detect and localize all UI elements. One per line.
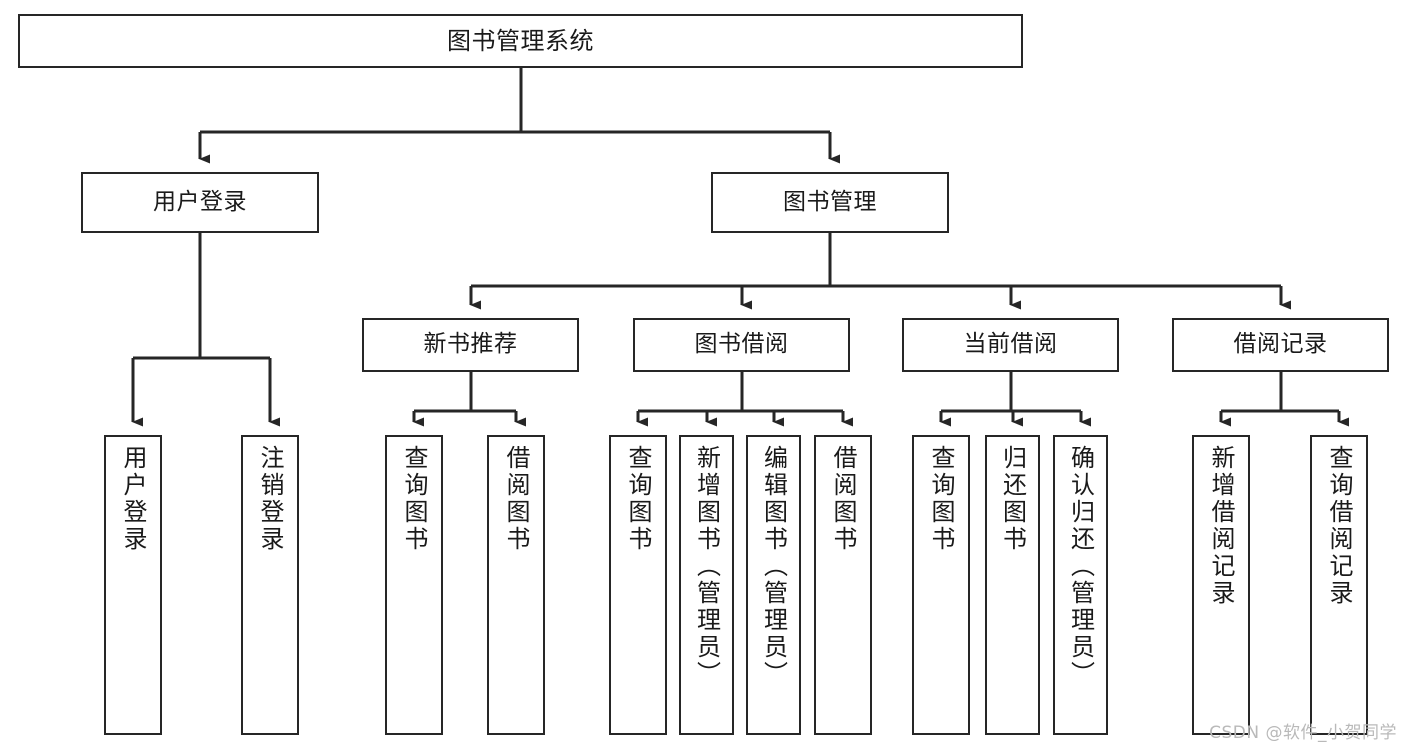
node-label: 借阅记录 bbox=[1233, 331, 1328, 358]
node-label: 新增借阅记录 bbox=[1207, 445, 1235, 607]
node-new_book_rec[interactable]: 新书推荐 bbox=[362, 318, 579, 372]
node-leaf_user_logout[interactable]: 注销登录 bbox=[241, 435, 299, 735]
node-label: 查询图书 bbox=[927, 445, 955, 553]
node-label: 注销登录 bbox=[256, 445, 284, 553]
edge-spine-root bbox=[200, 68, 830, 134]
node-label: 借阅图书 bbox=[829, 445, 857, 553]
node-leaf_nbr_borrow[interactable]: 借阅图书 bbox=[487, 435, 545, 735]
node-label: 用户登录 bbox=[119, 445, 147, 553]
node-leaf_cb_return[interactable]: 归还图书 bbox=[985, 435, 1040, 735]
node-user_login[interactable]: 用户登录 bbox=[81, 172, 319, 233]
node-leaf_bb_query[interactable]: 查询图书 bbox=[609, 435, 667, 735]
node-book_borrow[interactable]: 图书借阅 bbox=[633, 318, 850, 372]
csdn-watermark: CSDN @软件_小贺同学 bbox=[1209, 723, 1397, 743]
node-cur_borrow[interactable]: 当前借阅 bbox=[902, 318, 1119, 372]
edge-spine-cur_borrow bbox=[941, 372, 1081, 413]
edge-spine-book_borrow bbox=[638, 372, 843, 413]
node-label: 查询图书 bbox=[400, 445, 428, 553]
node-label: 查询借阅记录 bbox=[1325, 445, 1353, 607]
node-leaf_bb_borrow[interactable]: 借阅图书 bbox=[814, 435, 872, 735]
edge-spine-user_login bbox=[133, 233, 270, 360]
node-label: 用户登录 bbox=[153, 188, 247, 215]
node-borrow_record[interactable]: 借阅记录 bbox=[1172, 318, 1389, 372]
node-book_manage[interactable]: 图书管理 bbox=[711, 172, 949, 233]
node-label: 借阅图书 bbox=[502, 445, 530, 553]
node-leaf_cb_query[interactable]: 查询图书 bbox=[912, 435, 970, 735]
node-label: 图书管理 bbox=[783, 188, 877, 215]
node-leaf_user_login[interactable]: 用户登录 bbox=[104, 435, 162, 735]
node-root[interactable]: 图书管理系统 bbox=[18, 14, 1023, 68]
node-label: 查询图书 bbox=[624, 445, 652, 553]
node-label: 归还图书 bbox=[998, 445, 1027, 553]
node-leaf_bb_add[interactable]: 新增图书（管理员） bbox=[679, 435, 734, 735]
node-label: 确认归还（管理员） bbox=[1066, 445, 1095, 688]
edge-spine-book_manage bbox=[471, 233, 1281, 288]
node-label: 新书推荐 bbox=[423, 331, 518, 358]
node-label: 新增图书（管理员） bbox=[692, 445, 721, 688]
node-label: 当前借阅 bbox=[963, 331, 1058, 358]
node-leaf_cb_confirm[interactable]: 确认归还（管理员） bbox=[1053, 435, 1108, 735]
node-leaf_br_add[interactable]: 新增借阅记录 bbox=[1192, 435, 1250, 735]
node-label: 编辑图书（管理员） bbox=[759, 445, 788, 688]
node-label: 图书借阅 bbox=[694, 331, 789, 358]
node-leaf_nbr_query[interactable]: 查询图书 bbox=[385, 435, 443, 735]
edge-spine-new_book_rec bbox=[414, 372, 516, 413]
node-leaf_br_query[interactable]: 查询借阅记录 bbox=[1310, 435, 1368, 735]
node-leaf_bb_edit[interactable]: 编辑图书（管理员） bbox=[746, 435, 801, 735]
edge-spine-borrow_record bbox=[1221, 372, 1339, 413]
node-label: 图书管理系统 bbox=[447, 26, 594, 55]
